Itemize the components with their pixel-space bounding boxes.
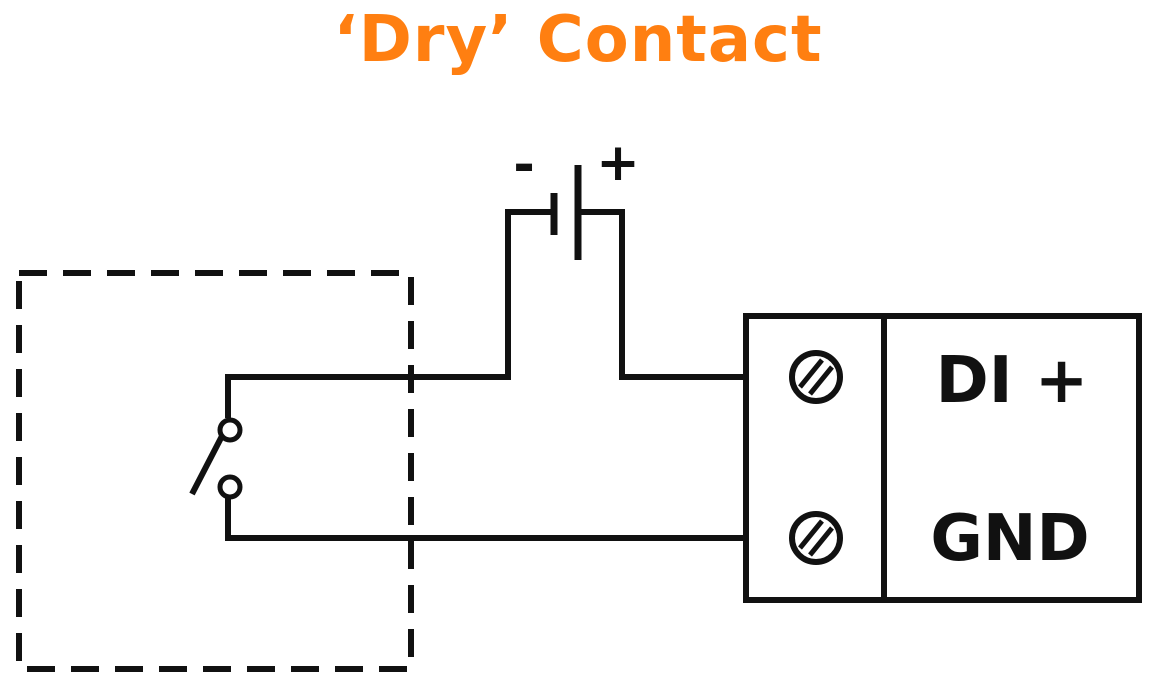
terminal-label-di-plus: DI + [936,344,1089,418]
battery-plus-label: + [596,133,640,193]
wire-positive [578,209,746,380]
terminal-label-gnd: GND [930,502,1089,576]
battery-icon [550,165,582,260]
wire-bottom [225,490,746,541]
dashed-enclosure [16,270,414,672]
battery-minus-label: - [513,135,535,195]
screw-terminal-icon [789,350,843,404]
screw-terminal-icon [789,511,843,565]
wire-top [225,209,554,418]
switch-icon [189,417,243,500]
terminal-block [743,313,1142,603]
diagram-title: ‘Dry’ Contact [333,3,823,77]
